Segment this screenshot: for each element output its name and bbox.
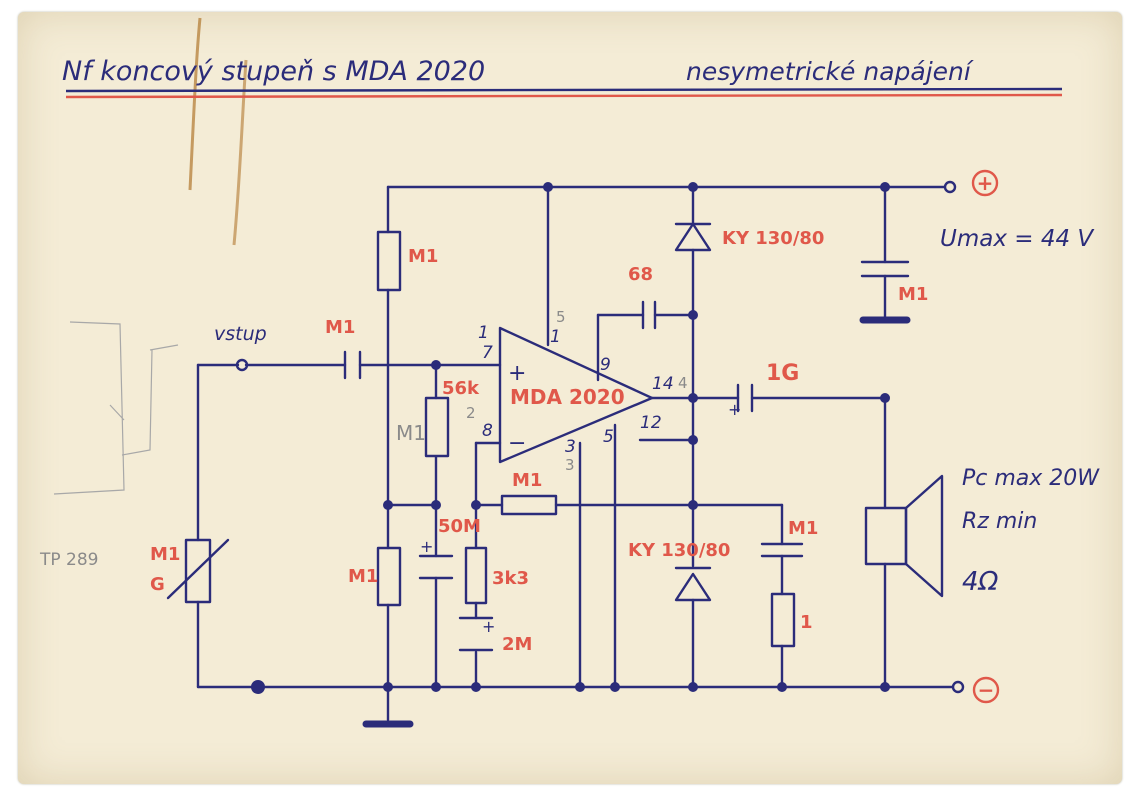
potentiometer-arrow: [166, 538, 230, 600]
label-pot: M1: [150, 544, 180, 565]
polarity-marks: + + +: [420, 400, 741, 636]
minus-symbol: [972, 676, 1000, 704]
stain-mark: [232, 59, 248, 246]
speaker-power: Pc max 20W: [962, 466, 1100, 491]
label-c-50m: 50M: [438, 516, 481, 537]
ic-pin-9: 9: [600, 355, 611, 375]
ic-pin-12: 12: [640, 413, 662, 433]
label-diode-bottom: KY 130/80: [628, 540, 730, 561]
plus-symbol: [971, 169, 999, 197]
minus-terminal: [951, 680, 965, 694]
resistor-56k: [424, 396, 450, 458]
resistor-zobel: [770, 592, 796, 648]
label-r-56k: 56k: [442, 378, 480, 399]
svg-text:+: +: [482, 617, 495, 636]
ic-pin-8: 8: [482, 421, 493, 441]
plus-sign: +: [977, 171, 994, 195]
resistor-3k3: [464, 546, 488, 605]
minus-sign: −: [978, 678, 995, 702]
ic-pin-14: 14: [652, 374, 674, 394]
ic-mda2020: [498, 326, 654, 464]
ic-pin-4-grey: 4: [678, 374, 688, 392]
junction-dots: [251, 182, 890, 694]
ic-pin-5: 5: [603, 427, 614, 447]
input-terminal: [235, 358, 249, 372]
title-underline-red: [65, 93, 1063, 99]
title-main: Nf koncový stupeň s MDA 2020: [62, 56, 485, 87]
resistor-bottom-bias: [376, 546, 402, 607]
svg-text:+: +: [728, 400, 741, 419]
ic-label: MDA 2020: [510, 385, 625, 409]
umax-label: Umax = 44 V: [940, 226, 1095, 252]
label-r-bottom-bias: M1: [348, 566, 378, 587]
ic-pin-7: 7: [482, 343, 493, 363]
ic-pin-3: 3: [565, 437, 576, 457]
label-c-input: M1: [325, 317, 355, 338]
input-label: vstup: [214, 323, 267, 345]
potentiometer: [184, 538, 212, 604]
plus-terminal: [943, 180, 957, 194]
title-underline: [65, 87, 1063, 93]
note-label: TP 289: [39, 550, 99, 570]
label-r-3k3: 3k3: [492, 568, 529, 589]
ic-plus: +: [508, 361, 526, 386]
diode-top: [674, 222, 712, 252]
diode-bottom: [674, 566, 712, 602]
label-r-feedback: M1: [512, 470, 542, 491]
speaker: [864, 506, 908, 566]
ic-pin-1-top: 1: [550, 327, 561, 347]
ic-pin-1: 1: [478, 323, 489, 343]
speaker-cone: [904, 474, 944, 598]
resistor-feedback: [500, 494, 558, 516]
title-sub: nesymetrické napájení: [686, 57, 974, 86]
ic-pin-3-grey: 3: [565, 456, 575, 474]
pencil-sketch: [53, 321, 179, 495]
label-r-zobel: 1: [800, 612, 813, 633]
ic-minus: −: [508, 431, 526, 456]
label-pot-g: G: [150, 574, 165, 595]
label-c-68: 68: [628, 264, 653, 285]
ic-pin-5-grey: 5: [556, 308, 566, 326]
capacitors: [343, 260, 910, 652]
label-c-filter: M1: [898, 284, 928, 305]
label-c-output: 1G: [766, 361, 799, 386]
label-r-top-bias: M1: [408, 246, 438, 267]
label-r-grey: M1: [396, 421, 426, 445]
stain-mark: [188, 17, 202, 191]
speaker-ohms: 4Ω: [962, 567, 999, 597]
label-c-zobel: M1: [788, 518, 818, 539]
ic-pin-2-grey: 2: [466, 404, 476, 422]
label-diode-top: KY 130/80: [722, 228, 824, 249]
schematic-card: [18, 12, 1122, 784]
label-c-2m: 2M: [502, 634, 532, 655]
resistor-top-bias: [376, 230, 402, 292]
svg-text:+: +: [420, 537, 433, 556]
speaker-impedance: Rz min: [962, 509, 1037, 534]
